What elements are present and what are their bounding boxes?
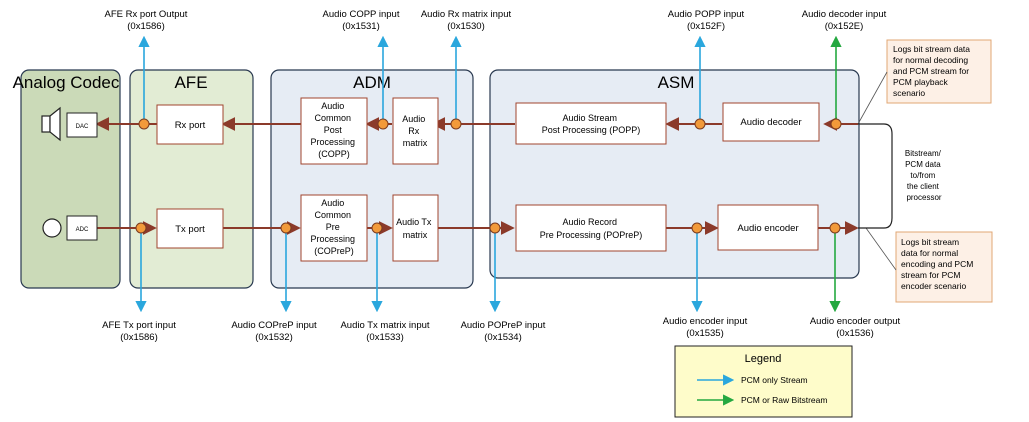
tx-matrix-box: Audio Tx matrix <box>392 194 439 262</box>
probe-label: Audio decoder input(0x152E) <box>802 9 887 32</box>
probe-label: Audio POPreP input(0x1534) <box>461 320 546 343</box>
dac-box: DAC <box>66 112 98 138</box>
microphone-icon <box>42 218 62 238</box>
probe-label: Audio encoder output(0x1536) <box>810 316 901 339</box>
section-adm-title: ADM <box>353 73 391 92</box>
adc-box: ADC <box>66 215 98 241</box>
probe-labels-top: AFE Rx port Output(0x1586) Audio COPP in… <box>105 9 887 32</box>
section-afe-title: AFE <box>174 73 207 92</box>
svg-text:Rx port: Rx port <box>175 120 206 131</box>
svg-text:Audio Common Post: Audio Common Post Processing (COPP) <box>310 101 357 159</box>
note-decoding: Logs bit stream data for normal decoding… <box>857 39 992 125</box>
tx-port-box: Tx port <box>156 208 224 249</box>
svg-text:Audio decoder: Audio decoder <box>740 117 801 128</box>
poprep-box: Audio Record Pre Processing (POPreP) <box>515 204 667 252</box>
probe-label: Audio encoder input(0x1535) <box>663 316 748 339</box>
probe-label: Audio Tx matrix input(0x1533) <box>340 320 429 343</box>
tap-dot <box>377 118 389 130</box>
tap-dot <box>829 222 841 234</box>
svg-text:Logs bit stream data for: Logs bit stream data for normal decoding… <box>893 44 972 98</box>
svg-text:Logs bit stream data for: Logs bit stream data for normal encoding… <box>901 237 976 291</box>
tap-dot <box>489 222 501 234</box>
popp-box: Audio Stream Post Processing (POPP) <box>515 102 667 145</box>
audio-decoder-box: Audio decoder <box>722 102 820 142</box>
svg-text:DAC: DAC <box>76 124 89 130</box>
tap-dot <box>691 222 703 234</box>
note-encoding: Logs bit stream data for normal encoding… <box>865 227 993 303</box>
tap-dot <box>371 222 383 234</box>
probe-label: AFE Tx port input(0x1586) <box>102 320 176 343</box>
rx-matrix-box: Audio Rx matrix <box>392 97 439 165</box>
section-analog-codec: Analog Codec <box>13 69 121 289</box>
probe-labels-bottom: AFE Tx port input(0x1586) Audio COPreP i… <box>102 316 900 343</box>
legend-item-pcm-only: PCM only Stream <box>741 375 808 385</box>
svg-text:Audio Rx matrix: Audio Rx matrix <box>402 114 428 148</box>
tap-dot <box>830 118 842 130</box>
probe-label: Audio Rx matrix input(0x1530) <box>421 9 512 32</box>
svg-text:Audio Stream Post Proces: Audio Stream Post Processing (POPP) <box>542 113 641 135</box>
coprep-box: Audio Common Pre Processing (COPreP) <box>300 194 368 262</box>
section-afe: AFE <box>129 69 254 289</box>
legend: Legend PCM only Stream PCM or Raw Bitstr… <box>674 345 853 418</box>
svg-text:Tx port: Tx port <box>175 224 205 235</box>
tap-dot <box>450 118 462 130</box>
speaker-icon <box>41 106 61 142</box>
legend-item-pcm-raw: PCM or Raw Bitstream <box>741 395 827 405</box>
svg-text:ADC: ADC <box>76 227 89 233</box>
audio-encoder-box: Audio encoder <box>717 204 819 251</box>
svg-text:Audio Common Pre: Audio Common Pre Processing (COPreP) <box>310 198 357 256</box>
svg-text:Audio encoder: Audio encoder <box>737 223 798 234</box>
probe-label: Audio COPP input(0x1531) <box>323 9 400 32</box>
client-processor-bracket: Bitstream/ PCM data to/from the client p… <box>858 123 953 229</box>
svg-text:Bitstream/ PCM data: Bitstream/ PCM data to/from the client p… <box>905 149 943 202</box>
copp-box: Audio Common Post Processing (COPP) <box>300 97 368 165</box>
tap-dot <box>694 118 706 130</box>
probe-label: Audio POPP input(0x152F) <box>668 9 745 32</box>
tap-dot <box>138 118 150 130</box>
section-asm-title: ASM <box>658 73 695 92</box>
probe-label: AFE Rx port Output(0x1586) <box>105 9 188 32</box>
tap-dot <box>280 222 292 234</box>
probe-label: Audio COPreP input(0x1532) <box>231 320 317 343</box>
section-codec-title: Analog Codec <box>13 73 120 92</box>
tap-dot <box>135 222 147 234</box>
svg-text:Audio Tx matrix: Audio Tx matrix <box>396 217 434 240</box>
legend-title: Legend <box>745 353 782 365</box>
probe-lines <box>135 35 842 313</box>
tap-dots <box>135 118 842 234</box>
svg-text:Audio Record Pre Process: Audio Record Pre Processing (POPreP) <box>540 217 643 240</box>
rx-port-box: Rx port <box>156 104 224 145</box>
